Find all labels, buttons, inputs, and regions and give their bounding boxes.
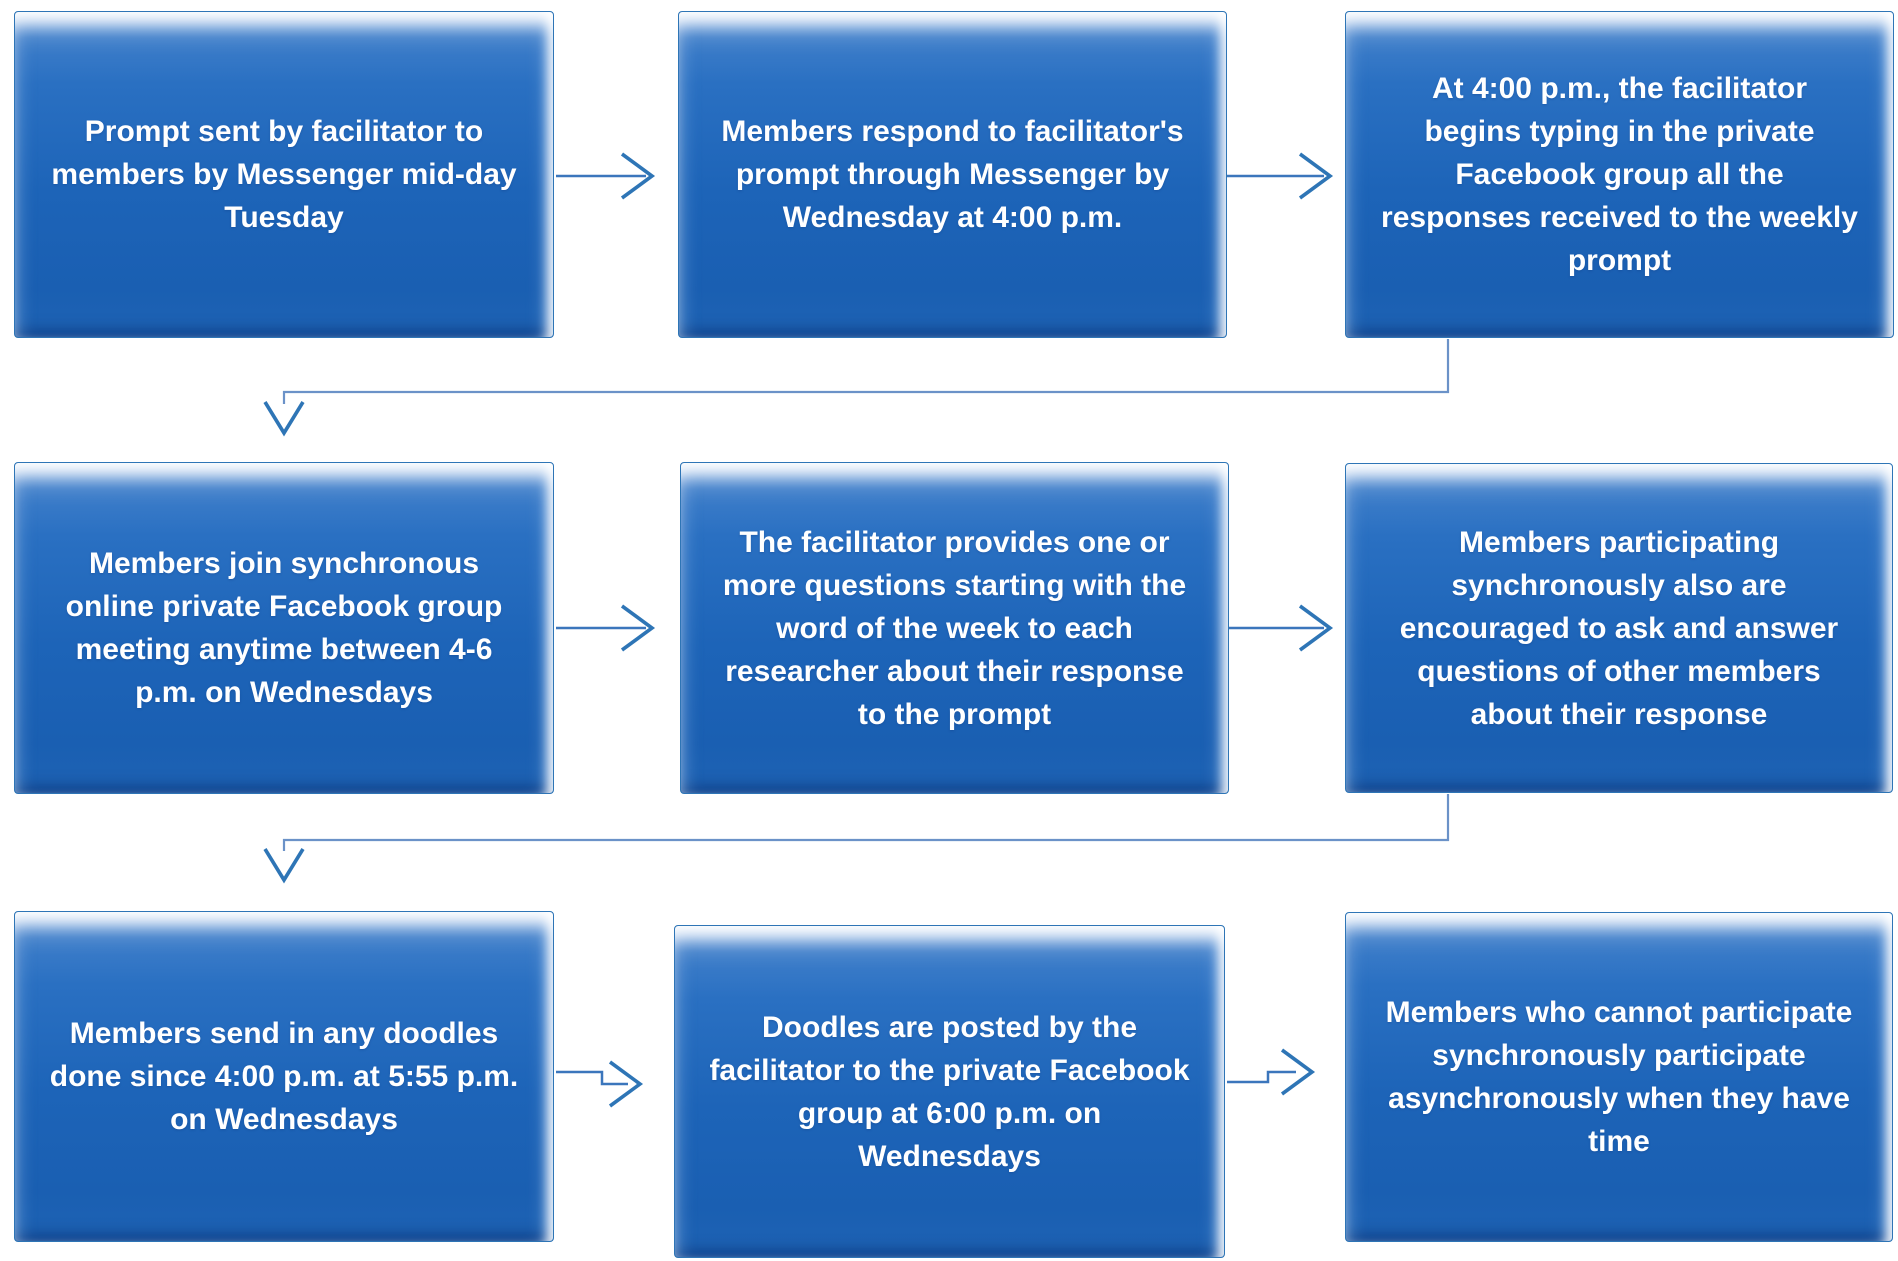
- step-text-2: Members respond to facilitator's prompt …: [721, 115, 1184, 234]
- step-text-3: At 4:00 p.m., the facilitator begins typ…: [1381, 72, 1858, 277]
- step-box-1: Prompt sent by facilitator to members by…: [14, 11, 554, 338]
- arrow-step6-step7: [263, 794, 1450, 884]
- arrow-step2-step3: [1227, 152, 1334, 200]
- arrow-step1-step2: [556, 152, 656, 200]
- arrow-step4-step5: [556, 604, 656, 652]
- arrow-step3-step4: [263, 339, 1450, 437]
- step-text-9: Members who cannot participate synchrono…: [1385, 996, 1853, 1158]
- arrow-step8-step9: [1227, 1048, 1316, 1096]
- step-box-6: Members participating synchronously also…: [1345, 463, 1893, 793]
- step-text-5: The facilitator provides one or more que…: [722, 525, 1187, 731]
- arrow-step7-step8: [556, 1060, 644, 1108]
- step-box-2: Members respond to facilitator's prompt …: [678, 11, 1227, 338]
- step-box-7: Members send in any doodles done since 4…: [14, 911, 554, 1242]
- step-box-5: The facilitator provides one or more que…: [680, 462, 1229, 794]
- step-box-8: Doodles are posted by the facilitator to…: [674, 925, 1225, 1258]
- step-text-8: Doodles are posted by the facilitator to…: [709, 1010, 1190, 1173]
- step-text-1: Prompt sent by facilitator to members by…: [51, 115, 517, 234]
- step-text-4: Members join synchronous online private …: [65, 547, 503, 709]
- step-text-6: Members participating synchronously also…: [1399, 525, 1839, 731]
- step-box-9: Members who cannot participate synchrono…: [1345, 912, 1893, 1242]
- step-box-4: Members join synchronous online private …: [14, 462, 554, 794]
- arrow-step5-step6: [1229, 604, 1334, 652]
- step-text-7: Members send in any doodles done since 4…: [49, 1017, 519, 1136]
- step-box-3: At 4:00 p.m., the facilitator begins typ…: [1345, 11, 1894, 338]
